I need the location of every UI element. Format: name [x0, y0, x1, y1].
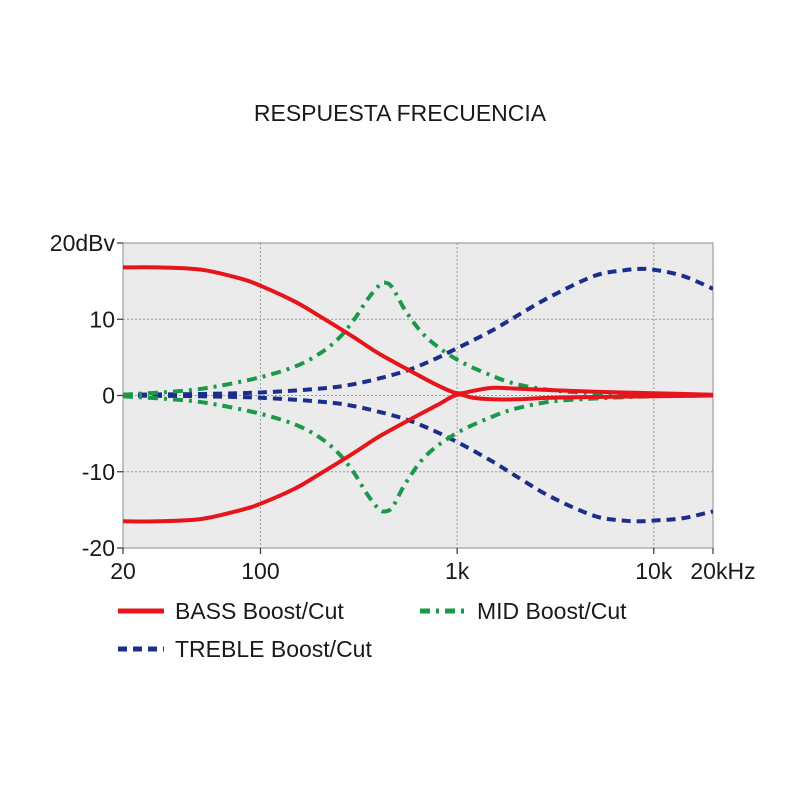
x-tick-label: 100 [241, 558, 279, 584]
bass-curve-boost [123, 265, 713, 397]
x-tick-label: 20 [110, 558, 136, 584]
treble-curve-boost [123, 266, 713, 397]
mid-legend-label: MID Boost/Cut [477, 598, 627, 624]
mid-curve-boost [123, 280, 713, 398]
bass-legend-label: BASS Boost/Cut [175, 598, 344, 624]
y-tick-label: 10 [89, 306, 115, 332]
x-tick-label: 20kHz [690, 558, 755, 584]
y-tick-label: -10 [82, 459, 115, 485]
y-tick-label: 20dBv [50, 230, 116, 256]
x-tick-label: 10k [635, 558, 673, 584]
x-tick-label: 1k [445, 558, 470, 584]
chart-title: RESPUESTA FRECUENCIA [253, 100, 547, 126]
mid-curve-cut [123, 393, 713, 514]
y-tick-label: -20 [82, 535, 115, 561]
bass-curve-cut [123, 392, 713, 524]
y-tick-label: 0 [102, 383, 115, 409]
treble-curve-cut [123, 393, 713, 524]
treble-legend-label: TREBLE Boost/Cut [175, 636, 372, 662]
